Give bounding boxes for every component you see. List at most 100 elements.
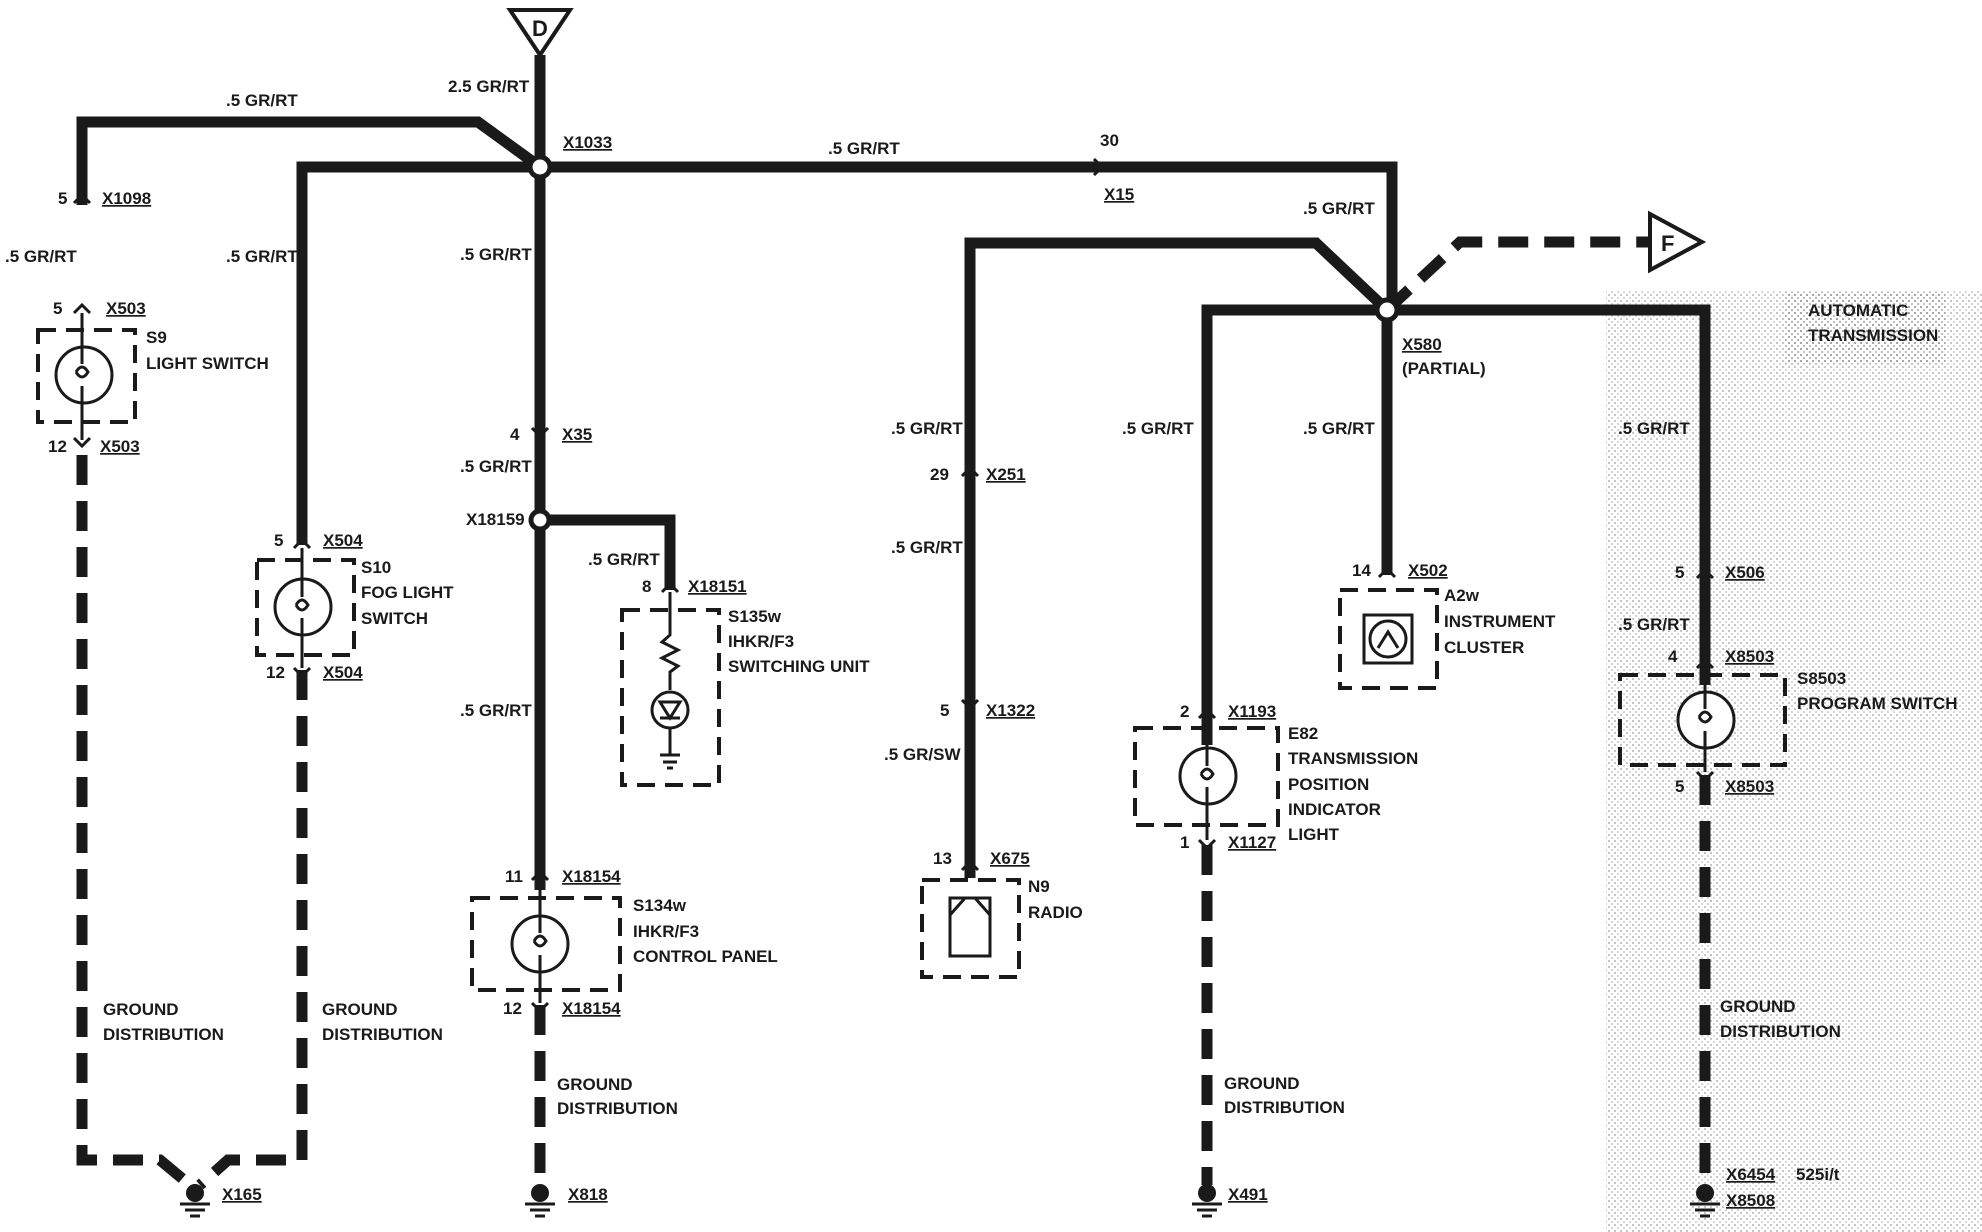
conn-x18154b: X18154 (562, 999, 621, 1018)
ground-dist-e1: GROUND (1720, 997, 1796, 1016)
pin-x504b: 12 (266, 663, 285, 682)
splice-x18159 (528, 508, 552, 532)
component-n9-radio: N9 RADIO (920, 877, 1083, 979)
wire-label-e82: .5 GR/RT (1122, 419, 1194, 438)
conn-x506: X506 (1725, 563, 1765, 582)
pin-x675: 13 (933, 849, 952, 868)
splice-x580 (1374, 297, 1400, 323)
wire-label-radio1: .5 GR/RT (891, 419, 963, 438)
ground-dist-c2: DISTRIBUTION (557, 1099, 678, 1118)
component-s135w-switching-unit: S135w IHKR/F3 SWITCHING UNIT (620, 592, 870, 787)
wire-label-branch: .5 GR/RT (588, 550, 660, 569)
wire-labels: 2.5 GR/RT .5 GR/RT .5 GR/RT .5 GR/RT .5 … (5, 77, 1690, 764)
wire-label-center1: .5 GR/RT (460, 245, 532, 264)
conn-x251: X251 (986, 465, 1026, 484)
wire-label-top: 2.5 GR/RT (448, 77, 530, 96)
pin-x1322: 5 (940, 701, 949, 720)
component-s8503-program-switch: S8503 PROGRAM SWITCH (1618, 668, 1958, 772)
conn-x1098: X1098 (102, 189, 151, 208)
s135w-id: S135w (728, 607, 782, 626)
wire-label-auto2: .5 GR/RT (1618, 615, 1690, 634)
pin-x504a: 5 (274, 531, 283, 550)
component-e82-indicator-light: E82 TRANSMISSION POSITION INDICATOR LIGH… (1133, 718, 1418, 844)
conn-x504b: X504 (323, 663, 363, 682)
ground-dist-d2: DISTRIBUTION (1224, 1098, 1345, 1117)
e82-id: E82 (1288, 724, 1318, 743)
ground-dist-a1: GROUND (103, 1000, 179, 1019)
s8503-id: S8503 (1797, 669, 1846, 688)
connector-d: D (506, 8, 574, 59)
pin-x503b: 12 (48, 437, 67, 456)
pin-x35: 4 (510, 425, 520, 444)
region-label-line1: AUTOMATIC (1808, 301, 1908, 320)
s9-id: S9 (146, 328, 167, 347)
ground-x818: X818 (568, 1185, 608, 1204)
wire-ground-left (76, 455, 194, 1190)
pin-x18151: 8 (642, 577, 651, 596)
ground-symbols (180, 1184, 1720, 1218)
ground-x8508: X8508 (1726, 1191, 1775, 1210)
wire-label-radio3: .5 GR/SW (884, 745, 961, 764)
wire-auto-feed (1387, 304, 1711, 685)
s10-line1: FOG LIGHT (361, 583, 454, 602)
pin-x8503a: 4 (1668, 647, 1678, 666)
conn-x502: X502 (1408, 561, 1448, 580)
ground-dist-d1: GROUND (1224, 1074, 1300, 1093)
e82-line2: POSITION (1288, 775, 1369, 794)
s134w-id: S134w (633, 896, 687, 915)
wire-label-center2: .5 GR/RT (460, 457, 532, 476)
wire-x15-out (1106, 161, 1398, 310)
ground-dist-b2: DISTRIBUTION (322, 1025, 443, 1044)
s10-line2: SWITCH (361, 609, 428, 628)
ground-x491: X491 (1228, 1185, 1268, 1204)
wire-x18159-branch (540, 514, 676, 590)
ground-dist-b1: GROUND (322, 1000, 398, 1019)
ground-x6454: X6454 (1726, 1165, 1776, 1184)
splice-label-x18159: X18159 (466, 510, 525, 529)
wire-label-left-mid: .5 GR/RT (5, 247, 77, 266)
a2w-line2: CLUSTER (1444, 638, 1524, 657)
pin-x8503b: 5 (1675, 777, 1684, 796)
conn-x503a: X503 (106, 299, 146, 318)
s134w-line2: CONTROL PANEL (633, 947, 778, 966)
splice-label-x1033: X1033 (563, 133, 612, 152)
component-s134w-control-panel: S134w IHKR/F3 CONTROL PANEL (470, 880, 778, 1003)
conn-x1193: X1193 (1228, 702, 1276, 721)
n9-name: RADIO (1028, 903, 1083, 922)
splice-labels: X1033 X580 (PARTIAL) X18159 (466, 133, 1486, 529)
ground-dist-a2: DISTRIBUTION (103, 1025, 224, 1044)
wire-fog-feed (296, 161, 540, 545)
e82-line1: TRANSMISSION (1288, 749, 1418, 768)
pin-x1193: 2 (1180, 702, 1189, 721)
conn-x8503b: X8503 (1725, 777, 1774, 796)
a2w-id: A2w (1444, 586, 1480, 605)
ground-x818-icon (525, 1184, 555, 1218)
wire-label-fog: .5 GR/RT (226, 247, 298, 266)
pin-labels: 5 X1098 5 X503 12 X503 5 X504 12 X504 4 … (48, 131, 1774, 1018)
wire-label-main: .5 GR/RT (828, 139, 900, 158)
pin-x251: 29 (930, 465, 949, 484)
pin-x502: 14 (1352, 561, 1371, 580)
s8503-name: PROGRAM SWITCH (1797, 694, 1958, 713)
component-s10-fog-light-switch: S10 FOG LIGHT SWITCH (255, 548, 454, 668)
conn-x503b: X503 (100, 437, 140, 456)
connector-d-label: D (532, 16, 548, 41)
pin-markers (72, 157, 1715, 1014)
wire-label-center3: .5 GR/RT (460, 701, 532, 720)
pin-x1098: 5 (58, 189, 67, 208)
wire-label-radio2: .5 GR/RT (891, 538, 963, 557)
conn-x8503a: X8503 (1725, 647, 1774, 666)
s134w-line1: IHKR/F3 (633, 922, 699, 941)
s135w-line1: IHKR/F3 (728, 632, 794, 651)
e82-line4: LIGHT (1288, 825, 1340, 844)
pin-x506: 5 (1675, 563, 1684, 582)
conn-x18154a: X18154 (562, 867, 621, 886)
pin-x1127: 1 (1180, 833, 1189, 852)
connector-f: F (1648, 210, 1707, 274)
s10-id: S10 (361, 558, 391, 577)
ground-x165: X165 (222, 1185, 262, 1204)
s135w-line2: SWITCHING UNIT (728, 657, 870, 676)
pin-x503a: 5 (53, 299, 62, 318)
wire-label-cluster: .5 GR/RT (1303, 419, 1375, 438)
